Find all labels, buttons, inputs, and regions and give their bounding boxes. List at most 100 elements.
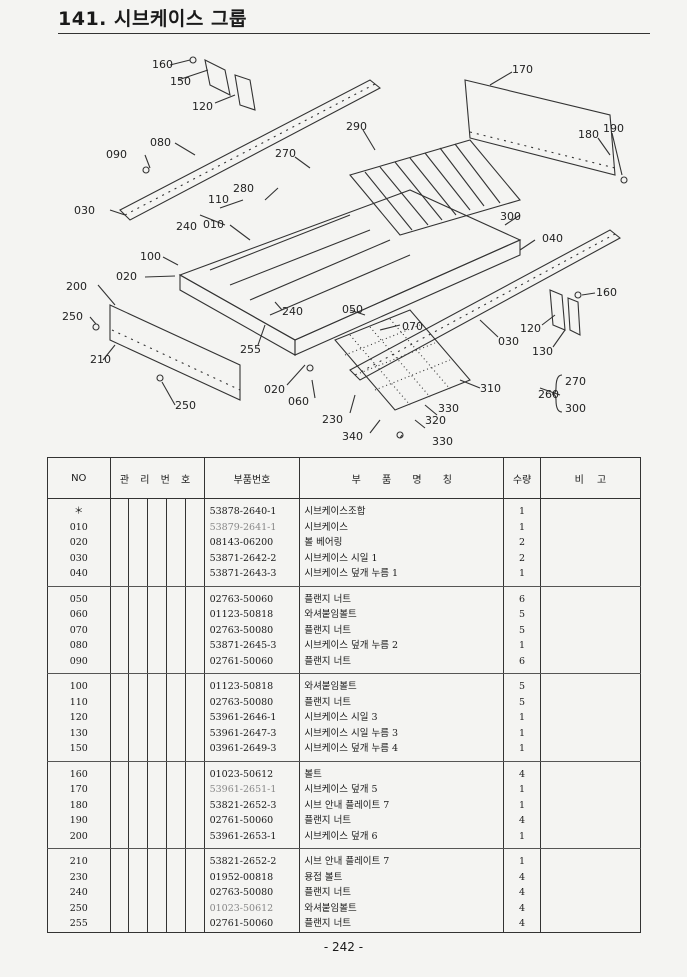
cell-qty: 4: [503, 761, 541, 782]
cell-mgmt-2: [128, 622, 149, 638]
cell-mgmt-1: [109, 761, 130, 782]
cell-mgmt-1: [109, 694, 130, 710]
cell-mgmt-5: [184, 741, 205, 762]
callout-080: 080: [150, 136, 171, 149]
cell-part-number: 53961-2647-3: [203, 725, 301, 741]
cell-mgmt-3: [147, 622, 167, 638]
callout-210: 210: [90, 353, 111, 366]
cell-part-name: 시브케이스 시일 3: [299, 710, 505, 726]
cell-no: 240: [47, 885, 111, 901]
callout-340: 340: [342, 430, 363, 443]
cell-qty: 1: [503, 741, 541, 762]
cell-no: 040: [47, 566, 111, 587]
callout-110: 110: [208, 193, 229, 206]
cell-mgmt-3: [147, 782, 167, 798]
cell-mgmt-5: [184, 782, 205, 798]
cell-no: 180: [47, 797, 111, 813]
seal-rail-left: [119, 79, 381, 221]
cell-mgmt-3: [147, 761, 167, 782]
callout-290: 290: [346, 120, 367, 133]
callout-100: 100: [140, 250, 161, 263]
cell-remarks: [539, 885, 642, 901]
callout-250b: 250: [175, 399, 196, 412]
cell-qty: 1: [503, 828, 541, 849]
callout-260: 260: [538, 388, 559, 401]
cell-mgmt-5: [184, 828, 205, 849]
cell-mgmt-4: [165, 813, 186, 829]
cell-part-name: 시브케이스 시일 1: [299, 550, 505, 566]
callout-330: 330: [438, 402, 459, 415]
cell-part-number: 02763-50080: [203, 622, 301, 638]
cell-no: 060: [47, 607, 111, 623]
cell-mgmt-4: [165, 673, 186, 695]
cell-part-number: 01123-50818: [203, 607, 301, 623]
cell-mgmt-4: [165, 848, 186, 870]
callout-020b: 020: [264, 383, 285, 396]
cell-no: 100: [47, 673, 111, 695]
cell-mgmt-5: [184, 869, 205, 885]
cell-mgmt-1: [109, 869, 130, 885]
callout-170: 170: [512, 63, 533, 76]
cell-mgmt-1: [109, 673, 130, 695]
cell-no: 210: [47, 848, 111, 870]
cell-remarks: [539, 848, 642, 870]
cell-mgmt-1: [109, 885, 130, 901]
cell-mgmt-4: [165, 797, 186, 813]
cell-remarks: [539, 828, 642, 849]
cell-mgmt-2: [128, 741, 149, 762]
cell-mgmt-1: [109, 782, 130, 798]
cell-mgmt-4: [165, 761, 186, 782]
cell-mgmt-2: [128, 653, 149, 674]
cell-mgmt-2: [128, 566, 149, 587]
cell-mgmt-1: [109, 916, 130, 932]
callout-240: 240: [176, 220, 197, 233]
cell-mgmt-5: [184, 607, 205, 623]
callout-130: 130: [532, 345, 553, 358]
cell-no: 010: [47, 519, 111, 535]
callout-180: 180: [578, 128, 599, 141]
cell-qty: 6: [503, 653, 541, 674]
cell-part-number: 01123-50818: [203, 673, 301, 695]
cell-mgmt-4: [165, 710, 186, 726]
callout-120: 120: [192, 100, 213, 113]
cell-mgmt-3: [147, 653, 167, 674]
cell-mgmt-2: [128, 550, 149, 566]
header-part-name: 부 품 명 칭: [299, 457, 505, 499]
cell-part-number: 02763-50060: [203, 586, 301, 607]
cell-mgmt-4: [165, 586, 186, 607]
cell-no: 160: [47, 761, 111, 782]
net-mesh: [334, 309, 471, 411]
cell-mgmt-5: [184, 673, 205, 695]
cell-part-number: 02761-50060: [203, 916, 301, 932]
cell-remarks: [539, 607, 642, 623]
cell-part-number: 01023-50612: [203, 900, 301, 916]
cell-mgmt-2: [128, 900, 149, 916]
cell-remarks: [539, 797, 642, 813]
cell-mgmt-4: [165, 566, 186, 587]
cell-mgmt-5: [184, 550, 205, 566]
page-title: 141. 시브케이스 그룹: [58, 8, 247, 30]
cell-mgmt-1: [109, 622, 130, 638]
cell-mgmt-5: [184, 725, 205, 741]
cell-mgmt-3: [147, 498, 167, 520]
callout-020: 020: [116, 270, 137, 283]
cell-mgmt-2: [128, 782, 149, 798]
cell-mgmt-4: [165, 535, 186, 551]
cell-part-number: 02763-50080: [203, 694, 301, 710]
cell-qty: 5: [503, 694, 541, 710]
cell-mgmt-5: [184, 761, 205, 782]
cell-mgmt-3: [147, 694, 167, 710]
cell-part-number: 02763-50080: [203, 885, 301, 901]
cell-mgmt-2: [128, 916, 149, 932]
callout-280: 280: [233, 182, 254, 195]
cell-remarks: [539, 519, 642, 535]
